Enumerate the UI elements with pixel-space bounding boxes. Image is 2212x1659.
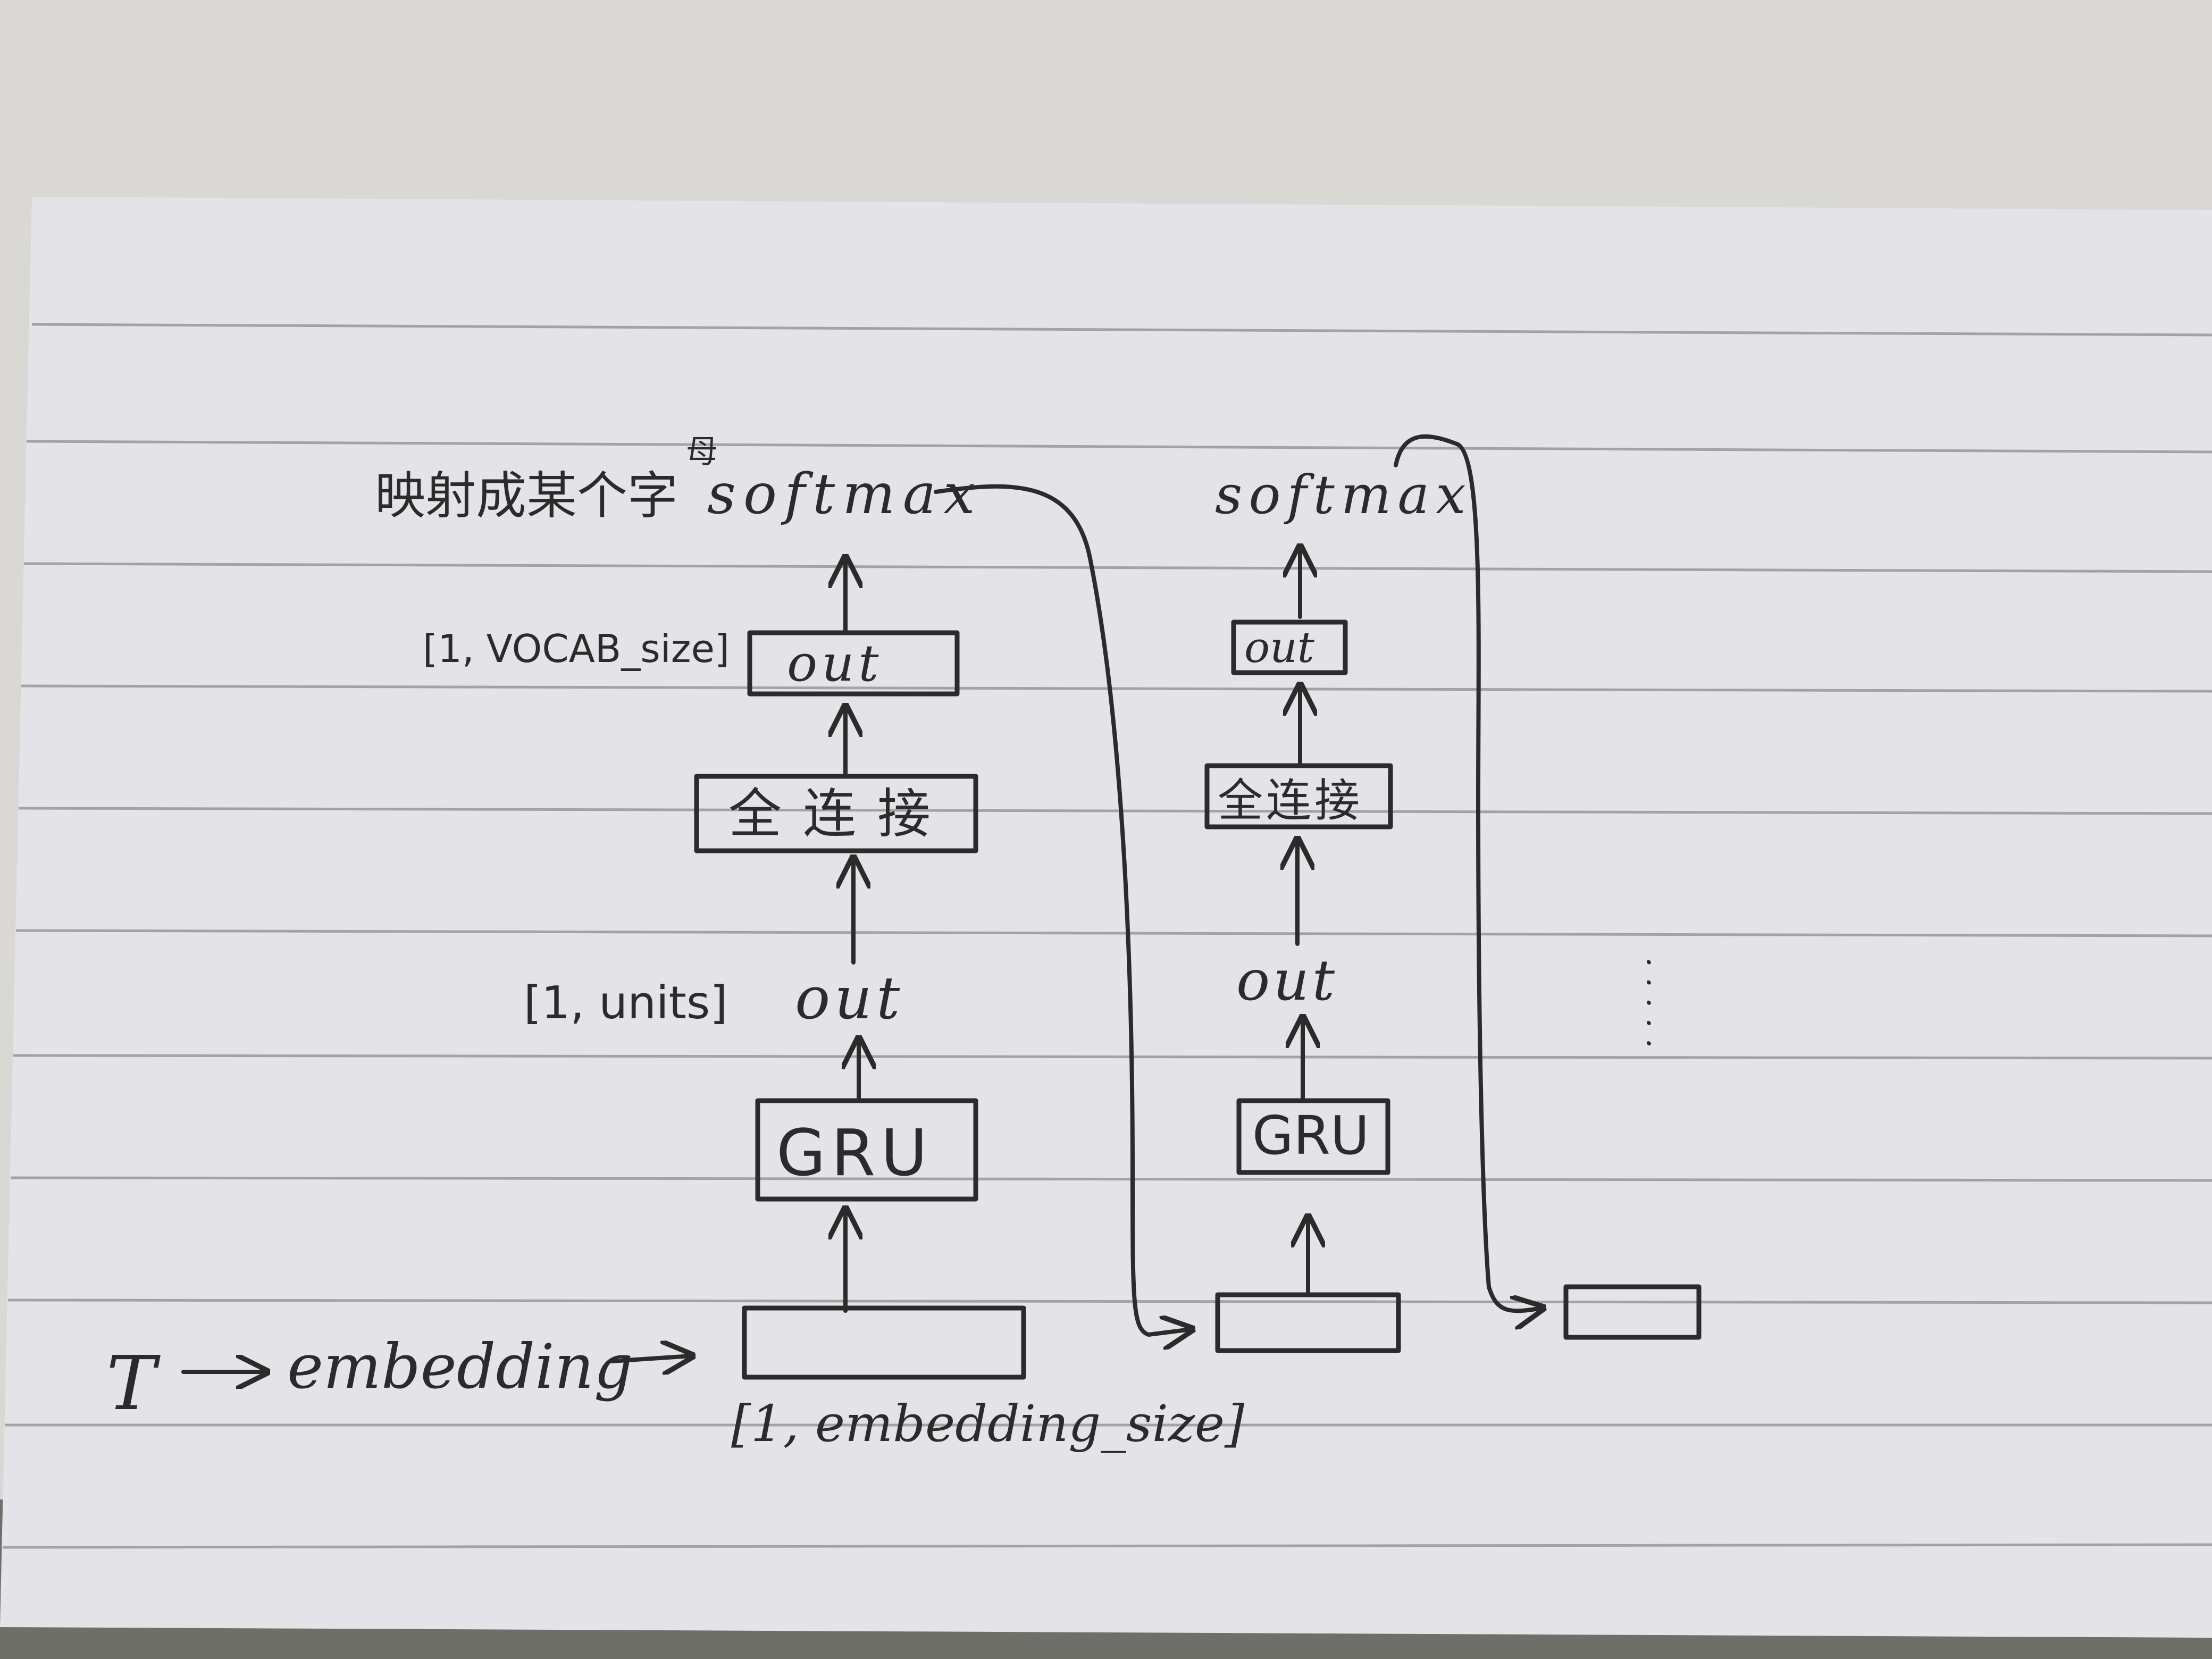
step2-out-box-label: out xyxy=(1244,623,1315,672)
step1-to-step2-connector xyxy=(934,484,1191,1335)
step3-column: · · · · · xyxy=(1563,957,1702,1340)
mapping-note: 母 xyxy=(686,433,718,471)
step2-gru-box-label: GRU xyxy=(1252,1104,1369,1167)
embedding-shape-label: [1, embedding_size] xyxy=(731,1395,1245,1453)
step2-to-step3-connector xyxy=(1394,434,1542,1311)
step2-column: softmax out 全连接 out GRU xyxy=(1204,464,1472,1353)
step1-gru-box xyxy=(755,1098,978,1202)
step1-embedding-vector-box xyxy=(742,1305,1026,1380)
step2-out-box xyxy=(1231,619,1348,675)
step2-gru-box xyxy=(1236,1098,1390,1175)
input-token-label: T xyxy=(106,1340,161,1427)
step1-dense-box xyxy=(694,774,978,853)
ruled-lines xyxy=(2,323,2212,1549)
step2-softmax-label: softmax xyxy=(1215,464,1472,526)
arrow-embedding-to-vector xyxy=(609,1356,691,1361)
step2-gru-out-label: out xyxy=(1236,948,1338,1013)
step1-out-box-label: out xyxy=(787,634,883,693)
step1-dense-box-label: 全连接 xyxy=(728,783,952,845)
step1-gru-box-label: GRU xyxy=(776,1117,933,1191)
mapping-label: 映射成某个字 xyxy=(375,467,678,525)
step1-column: 映射成某个字 母 softmax [1, VOCAB_size] out 全连接… xyxy=(106,433,1245,1453)
step1-out-box xyxy=(747,630,960,697)
embedding-label: embedding xyxy=(287,1331,633,1403)
paper-sheet xyxy=(0,197,2212,1638)
continuation-dots: · · · · · xyxy=(1630,957,1667,1049)
step1-gru-out-label: out xyxy=(795,964,904,1032)
vocab-shape-label: [1, VOCAB_size] xyxy=(423,626,730,671)
step1-softmax-label: softmax xyxy=(707,462,983,526)
step3-input-box xyxy=(1563,1284,1702,1340)
step2-dense-box xyxy=(1204,763,1393,830)
step2-dense-box-label: 全连接 xyxy=(1218,775,1363,827)
step2-input-box xyxy=(1215,1292,1401,1353)
units-shape-label: [1, units] xyxy=(524,977,727,1029)
